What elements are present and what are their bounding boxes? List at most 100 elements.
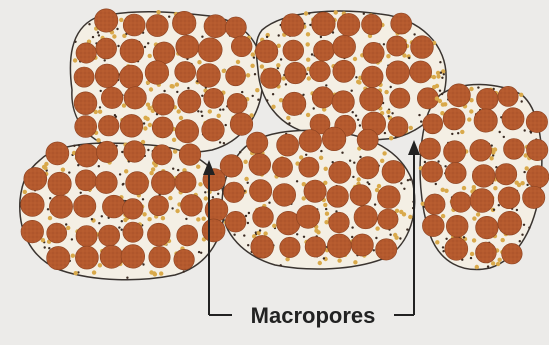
sand-grain xyxy=(49,195,72,218)
sand-grain xyxy=(198,38,222,62)
clay-speck xyxy=(122,183,124,185)
clay-speck xyxy=(200,252,202,254)
clay-speck xyxy=(400,182,402,184)
clay-speck xyxy=(177,169,179,171)
silt-grain xyxy=(276,63,280,67)
clay-speck xyxy=(168,16,170,18)
silt-grain xyxy=(306,113,310,117)
clay-speck xyxy=(266,36,268,38)
clay-speck xyxy=(406,228,408,230)
clay-speck xyxy=(311,53,313,55)
clay-speck xyxy=(391,112,393,114)
clay-speck xyxy=(68,171,70,173)
clay-speck xyxy=(305,154,307,156)
clay-speck xyxy=(245,215,247,217)
silt-grain xyxy=(489,156,493,160)
silt-grain xyxy=(198,182,202,186)
sand-grain xyxy=(48,172,71,195)
sand-grain xyxy=(281,14,304,37)
silt-grain xyxy=(124,169,128,173)
sand-grain xyxy=(351,234,373,256)
clay-speck xyxy=(257,99,259,101)
sand-grain xyxy=(390,88,410,108)
sand-grain xyxy=(152,145,172,165)
clay-speck xyxy=(217,193,219,195)
silt-grain xyxy=(148,54,152,58)
clay-speck xyxy=(519,240,521,242)
sand-grain xyxy=(498,211,522,235)
sand-grain xyxy=(333,35,356,58)
clay-speck xyxy=(104,59,106,61)
clay-speck xyxy=(241,91,243,93)
silt-grain xyxy=(143,116,147,120)
silt-grain xyxy=(98,263,102,267)
clay-speck xyxy=(296,233,298,235)
clay-speck xyxy=(439,61,441,63)
silt-grain xyxy=(146,103,150,107)
clay-speck xyxy=(266,99,268,101)
sand-grain xyxy=(149,246,170,267)
silt-grain xyxy=(175,82,179,86)
sand-grain xyxy=(299,157,319,177)
clay-speck xyxy=(373,249,375,251)
sand-grain xyxy=(451,192,471,212)
sand-grain xyxy=(123,222,143,242)
silt-grain xyxy=(71,254,75,258)
sand-grain xyxy=(75,246,98,269)
sand-grain xyxy=(255,40,278,63)
sand-grain xyxy=(422,161,443,182)
silt-grain xyxy=(520,181,524,185)
silt-grain xyxy=(286,116,290,120)
silt-grain xyxy=(196,217,200,221)
clay-speck xyxy=(252,95,254,97)
clay-speck xyxy=(441,77,443,79)
silt-grain xyxy=(314,229,318,233)
silt-grain xyxy=(66,226,70,230)
silt-grain xyxy=(119,18,123,22)
clay-speck xyxy=(142,263,144,265)
clay-speck xyxy=(352,176,354,178)
sand-grain xyxy=(337,13,360,36)
clay-speck xyxy=(98,34,100,36)
clay-speck xyxy=(92,36,94,38)
clay-speck xyxy=(233,234,235,236)
sand-grain xyxy=(504,139,525,160)
sand-grain xyxy=(299,130,322,153)
silt-grain xyxy=(243,160,247,164)
clay-speck xyxy=(309,24,311,26)
sand-grain xyxy=(327,186,349,208)
clay-speck xyxy=(147,149,149,151)
silt-grain xyxy=(467,117,471,121)
clay-speck xyxy=(524,129,526,131)
clay-speck xyxy=(443,73,445,75)
sand-grain xyxy=(74,92,97,115)
clay-speck xyxy=(121,229,123,231)
silt-grain xyxy=(73,58,77,62)
clay-speck xyxy=(523,224,525,226)
clay-speck xyxy=(119,173,121,175)
silt-grain xyxy=(236,60,240,64)
clay-speck xyxy=(435,183,437,185)
sand-grain xyxy=(498,187,520,209)
sand-grain xyxy=(119,65,142,88)
silt-grain xyxy=(148,123,152,127)
silt-grain xyxy=(222,69,226,73)
clay-speck xyxy=(437,160,439,162)
clay-speck xyxy=(121,151,123,153)
silt-grain xyxy=(263,231,267,235)
clay-speck xyxy=(98,165,100,167)
sand-grain xyxy=(174,249,195,270)
clay-speck xyxy=(201,95,203,97)
sand-grain xyxy=(178,90,201,113)
sand-grain xyxy=(99,225,120,246)
sand-grain xyxy=(202,119,225,142)
clay-speck xyxy=(197,110,199,112)
clay-speck xyxy=(403,188,405,190)
clay-speck xyxy=(268,202,270,204)
silt-grain xyxy=(23,190,27,194)
clay-speck xyxy=(325,208,327,210)
clay-speck xyxy=(308,12,310,14)
silt-grain xyxy=(472,216,476,220)
sand-grain xyxy=(153,94,175,116)
silt-grain xyxy=(318,261,322,265)
